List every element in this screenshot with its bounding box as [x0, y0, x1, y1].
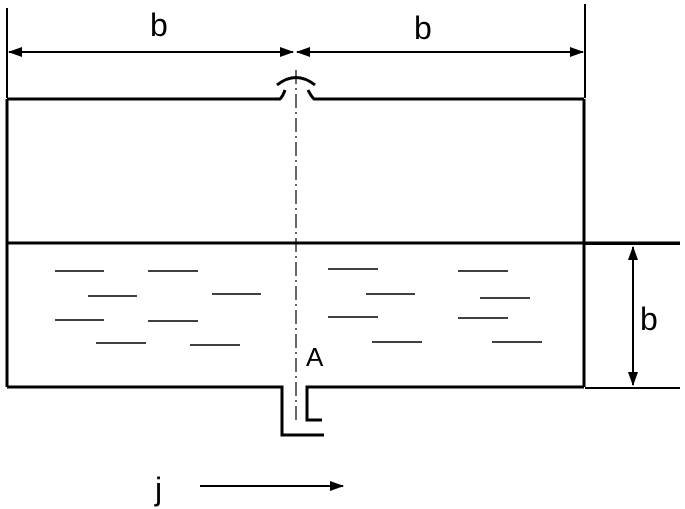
label-outlet-point: A: [306, 342, 324, 372]
label-acceleration: j: [154, 471, 162, 507]
tank-top-right: [306, 89, 584, 101]
tank-bottom-right: [305, 385, 584, 422]
tank-bottom-left: [7, 385, 324, 437]
extension-lines: [6, 4, 680, 389]
label-width-right: b: [414, 10, 432, 46]
label-liquid-height: b: [640, 301, 658, 337]
tank-top-left: [7, 89, 287, 101]
label-width-left: b: [150, 7, 168, 43]
liquid-hatching: [55, 268, 542, 346]
